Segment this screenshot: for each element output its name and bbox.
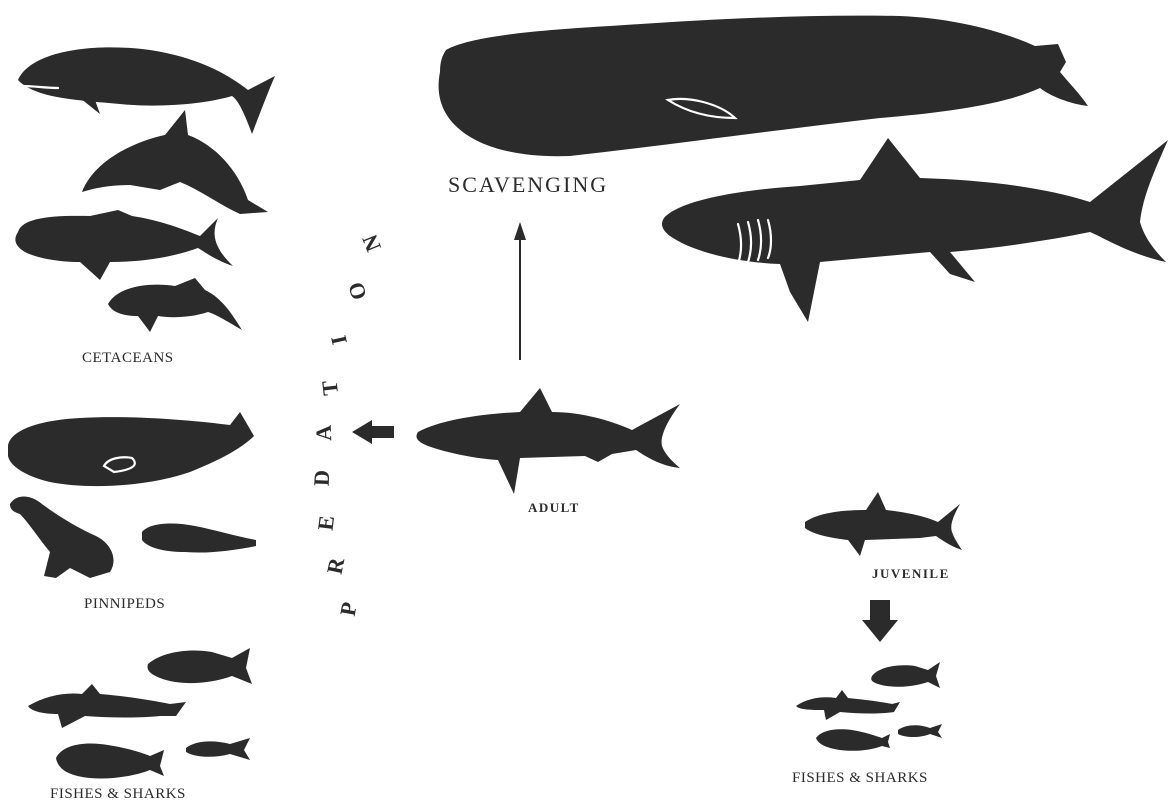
- adult-label: ADULT: [528, 500, 580, 516]
- dogfish-silhouette-right: [796, 690, 900, 720]
- predation-letter: T: [317, 379, 344, 397]
- juvenile-down-arrow: [862, 600, 898, 642]
- rockfish-silhouette-left: [56, 744, 164, 779]
- fishes-sharks-left-label: FISHES & SHARKS: [50, 786, 186, 803]
- sea-lion-silhouette: [10, 497, 114, 579]
- elephant-seal-silhouette: [8, 412, 254, 486]
- pilot-whale-silhouette: [15, 210, 233, 280]
- rockfish-silhouette-right: [816, 729, 890, 751]
- juvenile-label: JUVENILE: [872, 566, 950, 582]
- humpback-whale-silhouette: [18, 47, 275, 134]
- basking-shark-silhouette: [662, 138, 1168, 322]
- scavenging-arrow: [514, 222, 526, 360]
- scavenging-label: SCAVENGING: [448, 172, 608, 198]
- salmon-silhouette-left: [148, 648, 253, 684]
- predation-letter: D: [309, 469, 336, 486]
- small-fish-silhouette-right: [898, 724, 942, 738]
- juvenile-shark-silhouette: [805, 492, 962, 556]
- predation-arrow: [352, 420, 394, 444]
- harbor-seal-silhouette: [142, 524, 256, 553]
- dolphin-silhouette: [82, 110, 268, 214]
- pinnipeds-label: PINNIPEDS: [84, 596, 165, 613]
- porpoise-silhouette: [108, 278, 242, 332]
- cetaceans-label: CETACEANS: [82, 350, 174, 367]
- salmon-silhouette-right: [871, 662, 940, 688]
- predation-letter: E: [312, 514, 340, 532]
- fishes-sharks-right-label: FISHES & SHARKS: [792, 770, 928, 787]
- adult-white-shark-silhouette: [416, 388, 680, 494]
- small-fish-silhouette-left: [186, 738, 250, 760]
- dogfish-silhouette-left: [28, 684, 186, 728]
- predation-letter: A: [311, 425, 338, 442]
- blue-whale-silhouette: [439, 16, 1088, 157]
